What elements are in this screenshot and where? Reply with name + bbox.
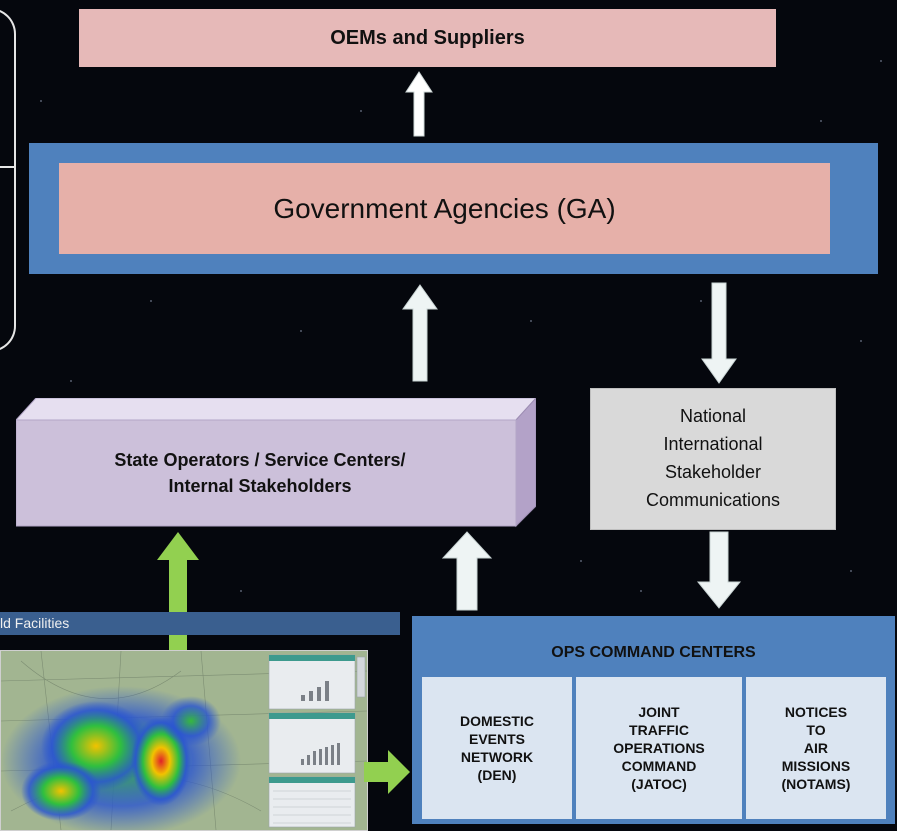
oems-suppliers-label: OEMs and Suppliers <box>330 26 525 49</box>
state-operators-line1: State Operators / Service Centers/ <box>114 449 406 470</box>
ops-unit-jatoc: JOINT TRAFFIC OPERATIONS COMMAND (JATOC) <box>576 677 742 819</box>
ops-command-centers-title: OPS COMMAND CENTERS <box>551 644 756 661</box>
state-operators-line2: Internal Stakeholders <box>168 476 352 496</box>
green-arrow-right-icon <box>364 750 410 794</box>
ops-unit-line: (NOTAMS) <box>781 776 851 793</box>
ops-unit-line: JOINT <box>638 703 680 720</box>
state-operators-label: State Operators / Service Centers/ Inter… <box>16 420 504 526</box>
ops-unit-line: DOMESTIC <box>460 712 534 729</box>
state-operators-box <box>16 398 536 528</box>
ops-unit-line: NOTICES <box>784 703 848 720</box>
stakeholder-communications-box: National International Stakeholder Commu… <box>590 388 836 530</box>
arrow-up-icon <box>441 531 493 611</box>
government-agencies-label: Government Agencies (GA) <box>273 192 616 224</box>
ops-unit-line: (JATOC) <box>631 776 687 793</box>
communications-line: International <box>663 434 763 455</box>
field-facilities-bar: ld Facilities <box>0 612 400 635</box>
communications-line: Communications <box>645 489 781 510</box>
green-arrow-up-icon <box>157 532 199 654</box>
oems-suppliers-box: OEMs and Suppliers <box>79 9 776 67</box>
communications-line: Stakeholder <box>664 462 762 482</box>
ops-unit-line: TO <box>806 721 826 738</box>
arrow-up-icon <box>402 284 438 382</box>
arrow-up-icon <box>405 71 433 137</box>
ops-unit-notams: NOTICES TO AIR MISSIONS (NOTAMS) <box>746 677 886 819</box>
grouping-brace <box>0 8 16 352</box>
ops-unit-line: AIR <box>803 739 829 756</box>
arrow-down-icon <box>696 531 742 609</box>
communications-line: National <box>679 406 747 427</box>
ops-unit-line: (DEN) <box>477 767 517 784</box>
heatmap-screenshot <box>0 650 368 831</box>
grouping-brace-tip <box>0 166 14 180</box>
ops-unit-den: DOMESTIC EVENTS NETWORK (DEN) <box>422 677 572 819</box>
ops-unit-line: OPERATIONS <box>613 739 705 756</box>
ops-unit-line: TRAFFIC <box>629 721 689 738</box>
ops-unit-line: COMMAND <box>621 758 697 775</box>
government-agencies-box: Government Agencies (GA) <box>59 163 830 254</box>
ops-unit-line: EVENTS <box>468 730 525 747</box>
arrow-down-icon <box>701 282 737 384</box>
ops-unit-line: MISSIONS <box>781 758 851 775</box>
ops-unit-line: NETWORK <box>460 749 534 765</box>
field-facilities-label: ld Facilities <box>0 615 70 631</box>
